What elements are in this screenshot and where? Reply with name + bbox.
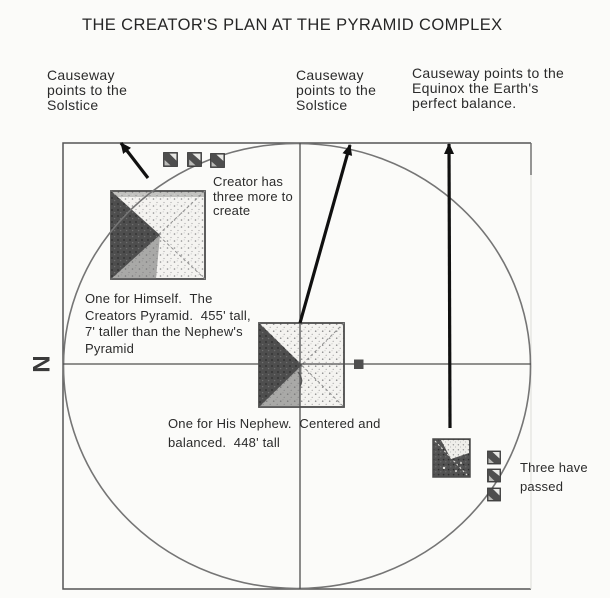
- nephews-pyramid: [258, 322, 345, 408]
- plan-square: [62, 142, 531, 590]
- note-nephews-pyramid: One for His Nephew. Centered and balance…: [168, 416, 381, 450]
- small-pyramid-icon: [210, 153, 225, 168]
- creators-pyramid: [110, 190, 206, 280]
- causeway-arrow-left: [119, 142, 150, 179]
- small-pyramid-icon: [487, 450, 501, 465]
- plan-circle: [62, 142, 532, 590]
- causeway-arrow-center: [298, 144, 353, 324]
- small-pyramid-icon: [487, 468, 501, 483]
- axis-marker-square: [354, 359, 364, 369]
- note-three-passed: Three have passed: [520, 460, 588, 494]
- causeway-arrow-right: [444, 143, 455, 429]
- small-pyramid-icon: [163, 152, 178, 167]
- note-creators-pyramid: One for Himself. The Creators Pyramid. 4…: [85, 291, 251, 356]
- callout-causeway-solstice-center: Causeway points to the Solstice: [296, 67, 377, 113]
- note-creator-remaining: Creator has three more to create: [213, 174, 293, 218]
- small-pyramid-icon: [187, 152, 202, 167]
- north-label: N: [27, 355, 54, 373]
- pyramid-shaded-face: [259, 323, 302, 407]
- page-title: THE CREATOR'S PLAN AT THE PYRAMID COMPLE…: [82, 16, 503, 34]
- passed-pyramid: [432, 438, 471, 478]
- callout-causeway-equinox-right: Causeway points to the Equinox the Earth…: [412, 65, 565, 111]
- callout-causeway-solstice-left: Causeway points to the Solstice: [47, 67, 128, 113]
- small-pyramid-icon: [487, 487, 501, 502]
- pyramid-shaded-face: [111, 191, 160, 279]
